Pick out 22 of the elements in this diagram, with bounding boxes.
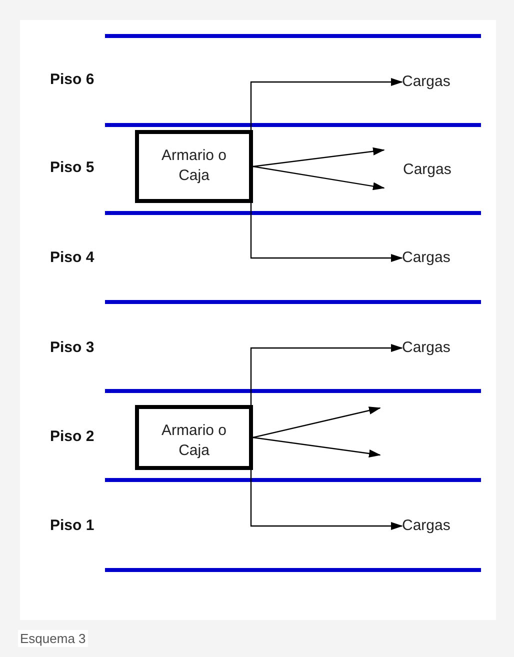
floor-label: Piso 6 xyxy=(50,70,94,90)
arrow xyxy=(252,406,381,438)
arrow xyxy=(252,436,381,458)
load-label: Cargas xyxy=(402,248,450,268)
floor-label: Piso 3 xyxy=(50,338,94,358)
load-label: Cargas xyxy=(384,147,452,193)
cabinet-box: Armario o Caja xyxy=(135,130,253,203)
load-label: Cargas xyxy=(402,516,450,536)
floor-label: Piso 1 xyxy=(50,516,94,536)
arrow xyxy=(250,78,403,130)
load-label: Cargas xyxy=(402,338,450,358)
arrow xyxy=(250,203,403,262)
load-label: Cargas xyxy=(402,72,450,92)
cabinet-box: Armario o Caja xyxy=(135,405,253,470)
arrow xyxy=(250,344,403,405)
arrow xyxy=(252,147,385,168)
arrow xyxy=(252,166,385,190)
floor-label: Piso 4 xyxy=(50,248,94,268)
floor-label: Piso 2 xyxy=(50,427,94,447)
floor-label: Piso 5 xyxy=(50,158,94,178)
arrow xyxy=(250,470,403,530)
caption: Esquema 3 xyxy=(18,630,88,647)
